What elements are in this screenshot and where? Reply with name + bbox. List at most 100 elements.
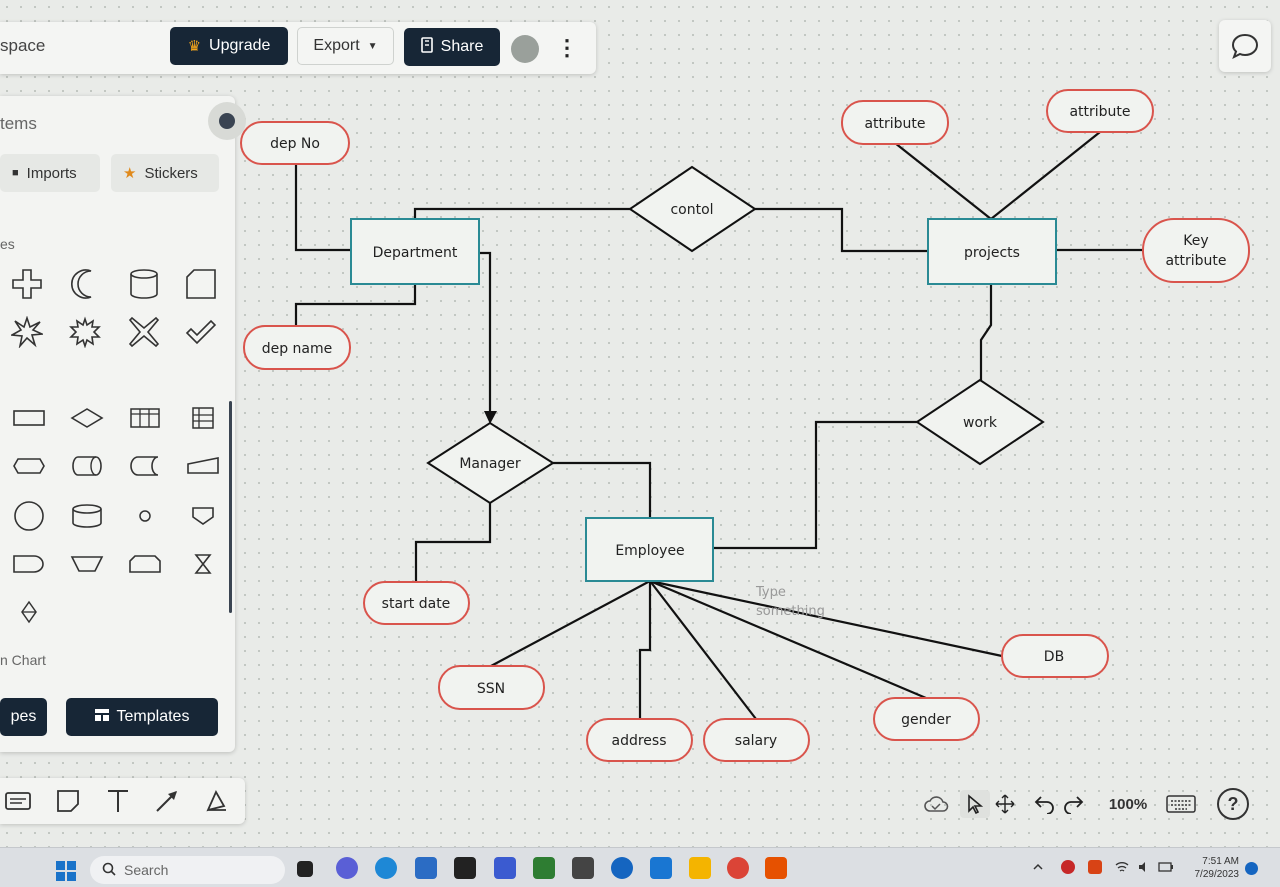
windows-start-icon[interactable] [56, 861, 76, 881]
app-gear-icon[interactable] [611, 857, 633, 879]
attribute-key[interactable]: Key attribute [1142, 218, 1250, 283]
move-tool-icon[interactable] [990, 790, 1020, 818]
arrow-tool-icon[interactable] [151, 786, 183, 816]
shapes-tab-button[interactable]: pes [0, 698, 47, 736]
outlook-icon[interactable] [650, 857, 672, 879]
relationship-manager[interactable]: Manager [426, 421, 555, 505]
hourglass-shape-icon[interactable] [183, 544, 223, 584]
entity-employee[interactable]: Employee [585, 517, 714, 582]
imports-button[interactable]: ■ Imports [0, 154, 100, 192]
manual-input-shape-icon[interactable] [183, 446, 223, 486]
attribute-salary[interactable]: salary [703, 718, 810, 762]
app-m-icon[interactable] [572, 857, 594, 879]
share-button[interactable]: Share [404, 28, 500, 66]
templates-button[interactable]: Templates [66, 698, 218, 736]
comment-button[interactable] [1219, 20, 1271, 72]
chevron-up-icon[interactable] [1031, 860, 1045, 874]
more-options-icon[interactable]: ⋮ [556, 35, 578, 60]
zoom-level[interactable]: 100% [1100, 790, 1156, 818]
attribute-dep-name[interactable]: dep name [243, 325, 351, 370]
attribute-start-date[interactable]: start date [363, 581, 470, 625]
panel-scrollbar[interactable] [229, 401, 232, 613]
sticky-note-tool-icon[interactable] [52, 786, 84, 816]
stickers-label: Stickers [144, 164, 198, 182]
off-page-shape-icon[interactable] [183, 496, 223, 536]
table-shape-icon[interactable] [125, 398, 165, 438]
diamond-shape-icon[interactable] [67, 398, 107, 438]
attribute-gender-label: gender [901, 712, 951, 728]
text-tool-icon[interactable] [102, 786, 134, 816]
wifi-icon[interactable] [1115, 860, 1129, 874]
taskbar-search[interactable]: Search [90, 856, 285, 884]
keyboard-icon[interactable] [1164, 790, 1198, 818]
task-view-icon[interactable] [297, 861, 313, 877]
check-shape-icon[interactable] [181, 312, 221, 352]
app-blue-icon[interactable] [494, 857, 516, 879]
undo-icon[interactable] [1030, 790, 1058, 818]
help-button[interactable]: ? [1217, 788, 1249, 820]
stickers-button[interactable]: ★ Stickers [111, 154, 219, 192]
upgrade-button[interactable]: ♛ Upgrade [170, 27, 288, 65]
file-explorer-icon[interactable] [689, 857, 711, 879]
horizontal-cylinder-shape-icon[interactable] [67, 446, 107, 486]
attribute-db[interactable]: DB [1001, 634, 1109, 678]
xbox-icon[interactable] [533, 857, 555, 879]
moon-shape-icon[interactable] [65, 264, 105, 304]
small-circle-shape-icon[interactable] [125, 496, 165, 536]
pen-tool-icon[interactable] [201, 786, 233, 816]
card-tool-icon[interactable] [2, 786, 34, 816]
database-shape-icon[interactable] [67, 496, 107, 536]
chrome-icon[interactable] [727, 857, 749, 879]
burst-shape-icon[interactable] [7, 312, 47, 352]
redo-icon[interactable] [1060, 790, 1088, 818]
workspace-label[interactable]: space [0, 36, 46, 55]
attribute-address[interactable]: address [586, 718, 693, 762]
attribute-dep-no[interactable]: dep No [240, 121, 350, 165]
export-button[interactable]: Export ▼ [297, 27, 394, 65]
select-tool-icon[interactable] [960, 790, 990, 818]
tray-app2-icon[interactable] [1088, 860, 1102, 874]
clock[interactable]: 7:51 AM 7/29/2023 [1183, 855, 1240, 881]
chat-app-icon[interactable] [336, 857, 358, 879]
rounded-rectangle-shape-icon[interactable] [125, 544, 165, 584]
shapes-panel: tems ■ Imports ★ Stickers es [0, 96, 246, 752]
explosion-shape-icon[interactable] [65, 312, 105, 352]
sort-shape-icon[interactable] [9, 592, 49, 632]
attribute-2[interactable]: attribute [1046, 89, 1154, 133]
stored-data-shape-icon[interactable] [125, 446, 165, 486]
relationship-contol[interactable]: contol [628, 165, 757, 253]
circle-shape-icon[interactable] [9, 496, 49, 536]
connector-contol-projects [755, 207, 928, 253]
volume-icon[interactable] [1137, 860, 1151, 874]
text-placeholder[interactable]: Type something [755, 585, 825, 619]
edge-browser-icon[interactable] [375, 857, 397, 879]
app-cube-icon[interactable] [454, 857, 476, 879]
cross-shape-icon[interactable] [7, 264, 47, 304]
relationship-work[interactable]: work [915, 378, 1045, 466]
templates-icon [94, 708, 109, 726]
note-shape-icon[interactable] [181, 264, 221, 304]
rectangle-shape-icon[interactable] [9, 398, 49, 438]
trapezoid-shape-icon[interactable] [67, 544, 107, 584]
bottom-toolbar [0, 778, 245, 824]
store-icon[interactable] [415, 857, 437, 879]
collapse-button[interactable] [208, 102, 246, 140]
battery-icon[interactable] [1158, 860, 1173, 874]
grid-shape-icon[interactable] [183, 398, 223, 438]
x-shape-icon[interactable] [124, 312, 164, 352]
app-colorful-icon[interactable] [765, 857, 787, 879]
entity-projects[interactable]: projects [927, 218, 1057, 285]
connectors [294, 131, 1143, 720]
notification-badge-icon[interactable] [1245, 862, 1258, 875]
attribute-gender[interactable]: gender [873, 697, 980, 741]
entity-department[interactable]: Department [350, 218, 480, 285]
attribute-address-label: address [611, 733, 666, 749]
delay-shape-icon[interactable] [9, 544, 49, 584]
hexagon-shape-icon[interactable] [9, 446, 49, 486]
attribute-ssn[interactable]: SSN [438, 665, 545, 710]
attribute-1[interactable]: attribute [841, 100, 949, 145]
cylinder-shape-icon[interactable] [124, 264, 164, 304]
avatar[interactable] [511, 35, 539, 63]
tray-app-icon[interactable] [1061, 860, 1075, 874]
